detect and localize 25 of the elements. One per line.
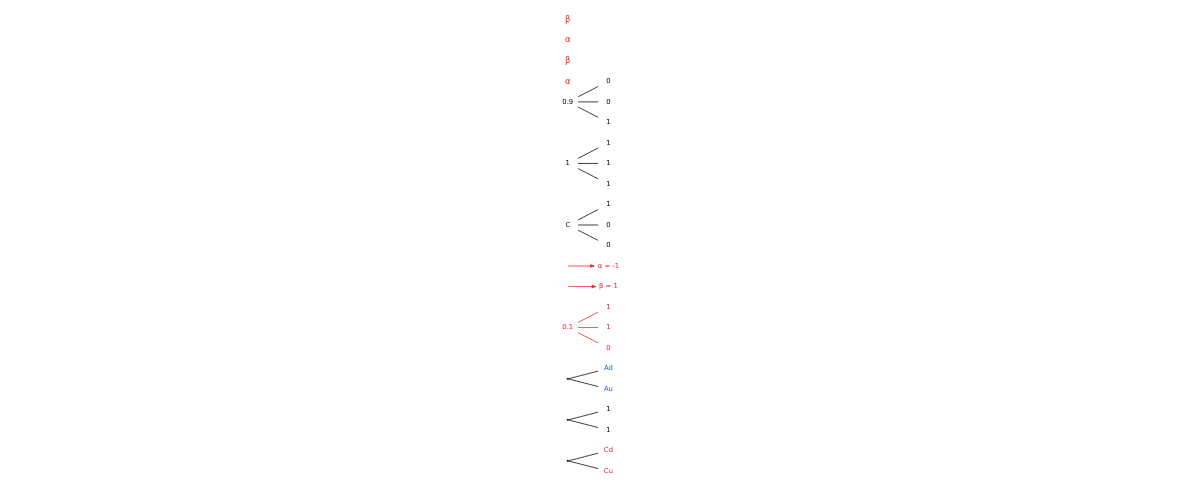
arrow	[567, 284, 596, 288]
connector	[577, 85, 598, 97]
connector	[577, 208, 598, 220]
connector	[567, 452, 598, 461]
connector	[577, 106, 598, 118]
connector	[577, 147, 598, 159]
connector	[567, 411, 598, 420]
label: β	[564, 54, 570, 65]
node-point	[566, 418, 569, 421]
arrow	[567, 263, 595, 268]
connector	[577, 229, 598, 241]
connector	[567, 378, 598, 387]
label: α	[564, 33, 571, 44]
node-point	[566, 459, 569, 462]
connector	[567, 419, 598, 428]
connector	[577, 167, 598, 179]
connector	[577, 326, 598, 328]
node-point	[566, 377, 569, 380]
connector	[577, 331, 598, 343]
connector	[577, 162, 598, 164]
label: β	[564, 13, 570, 24]
connector	[567, 460, 598, 469]
connector	[567, 370, 598, 379]
label: α	[564, 75, 571, 86]
connector	[577, 311, 598, 323]
